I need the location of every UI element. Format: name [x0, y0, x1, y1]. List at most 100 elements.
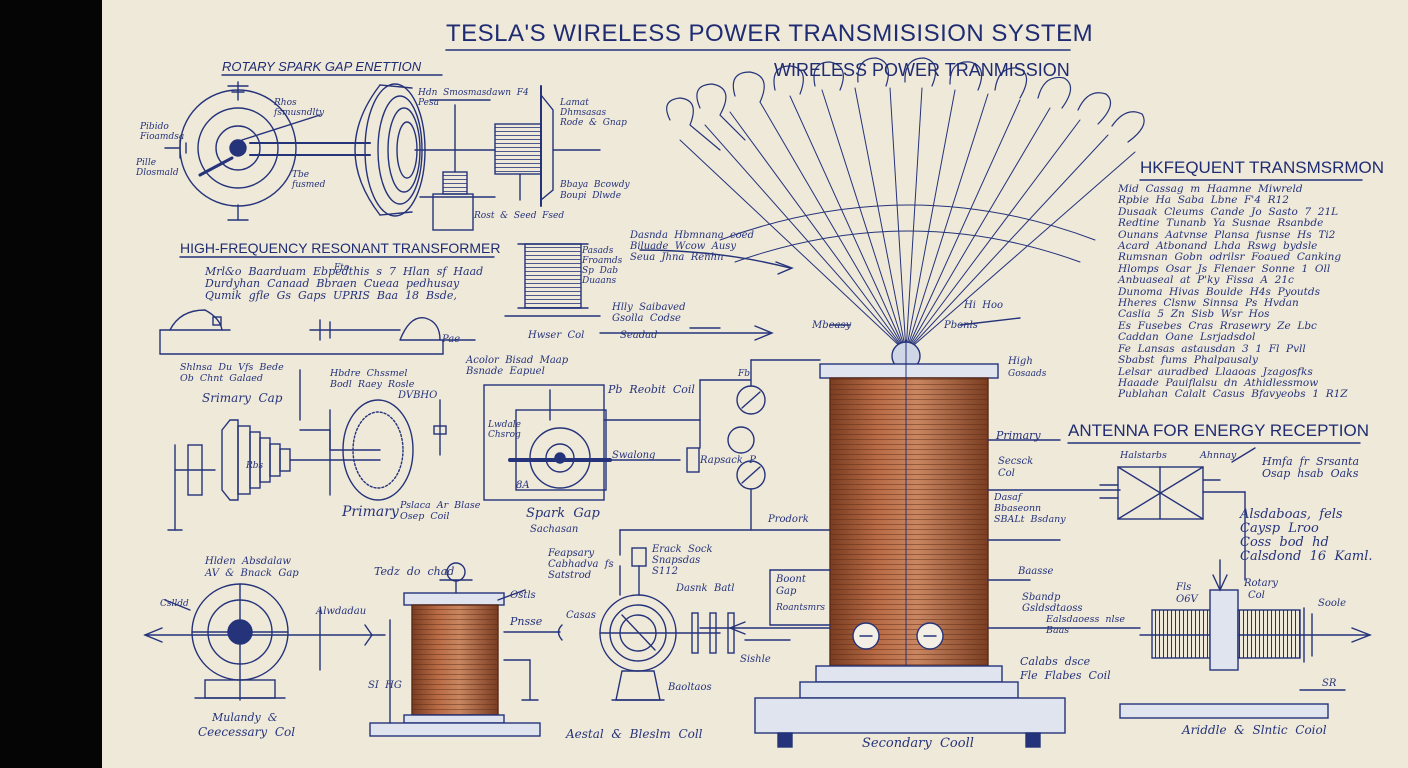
- note-mid-y: Halstarbs: [1120, 450, 1167, 461]
- rotary-spark-gap-disc: [164, 81, 321, 221]
- note-mid-u: Boont Gap: [776, 574, 806, 597]
- rotary-note-e: Hdn Smosmasdawn F4 Pesa: [418, 88, 529, 108]
- label-high: High: [1008, 356, 1033, 367]
- note-mid-j: Feapsary Cabhadva fs Satstrod: [548, 548, 614, 581]
- note-mid-h: Hbdre Chssmel Bodl Raey Rosle: [330, 368, 415, 390]
- label-prodork: Prodork: [768, 514, 809, 525]
- note-mid-z: Ahnnay: [1200, 450, 1237, 461]
- section-hf-transformer-title: HIGH-FREQUENCY RESONANT TRANSFORMER: [180, 240, 501, 256]
- bottom-gauge: [557, 547, 677, 701]
- label-baasse: Baasse: [1018, 566, 1054, 577]
- hwser-coil: [504, 243, 601, 317]
- label-si-hg: SI HG: [368, 680, 402, 691]
- note-mid-aa: Hi Hoo: [964, 300, 1004, 311]
- label-secsck-sub: Col: [998, 468, 1015, 479]
- label-pbonls: Pbonls: [944, 320, 978, 331]
- section-rotary-title: ROTARY SPARK GAP ENETTION: [222, 59, 422, 74]
- left-black-bar: [0, 0, 102, 768]
- rotary-note-d: Tbe fusmed: [292, 170, 326, 190]
- label-mbeasy: Mbeasy: [812, 320, 852, 331]
- note-mid-o: Alwdadau: [316, 606, 367, 617]
- label-ceecessary-coil: Ceecessary Col: [198, 725, 296, 739]
- section-antenna-title: ANTENNA FOR ENERGY RECEPTION: [1068, 421, 1370, 440]
- label-sr: SR: [1322, 678, 1337, 689]
- label-fls: Fls: [1176, 582, 1192, 593]
- rotary-note-b: Pille Dlosmald: [136, 158, 179, 178]
- main-title: TESLA'S WIRELESS POWER TRANSMISISION SYS…: [446, 20, 1094, 47]
- label-rotary-coil: Rotary: [1244, 578, 1278, 589]
- primary-spark-assembly: [167, 369, 414, 531]
- label-secondary-coil: Secondary Cooll: [862, 736, 974, 751]
- note-mid-a: Dasnda Hbmnana coed Biluade Wcow Ausy Se…: [630, 230, 754, 263]
- note-mid-ad: Fto: [334, 263, 350, 273]
- label-primary-coil: Primary: [996, 429, 1041, 442]
- label-primary: Primary: [342, 504, 399, 520]
- bottom-rotary-gap: [143, 583, 386, 701]
- bottom-copper-coil: [369, 562, 541, 737]
- rotary-note-c: Rhos fsmusndlty: [274, 98, 325, 118]
- label-swalong: Swalong: [612, 450, 656, 461]
- label-calabs-sub: Fle Flabes Coil: [1020, 669, 1111, 682]
- label-secsck: Secsck: [998, 456, 1034, 467]
- rotary-note-a: Pibido Fioamdsa: [140, 122, 185, 142]
- note-mid-ac: Rbs: [246, 461, 264, 471]
- note-mid-i: Pslaca Ar Blase Osep Coil: [400, 500, 481, 522]
- subtitle: WIRELESS POWER TRANMISSION: [774, 60, 1070, 80]
- label-mulandy: Mulandy &: [212, 711, 278, 724]
- label-high-sub: Gosaads: [1008, 369, 1047, 379]
- tesla-coil: [754, 339, 1066, 748]
- label-spark-gap: Spark Gap: [526, 506, 600, 521]
- note-mid-af: Seadad: [620, 330, 658, 341]
- note-mid-n: Hlden Absdalaw AV & Bnack Gap: [205, 556, 299, 579]
- note-mid-m: Baoltaos: [668, 682, 712, 693]
- rotary-spark-gap-bell: [354, 83, 426, 217]
- note-mid-e: Pb Reobit Coil: [608, 383, 695, 396]
- note-mid-p: Cslldd: [160, 599, 189, 609]
- rotary-note-f: Lamat Dhmsasas Rode & Gnap: [560, 98, 627, 128]
- rotary-note-g: Bbaya Bcowdy Boupi Dlwde: [560, 180, 630, 201]
- rotary-coil-right: [1119, 559, 1372, 719]
- label-fls-sub: O6V: [1176, 594, 1198, 605]
- spark-gap-box: [483, 384, 612, 501]
- note-mid-s: Ostls: [510, 590, 536, 601]
- note-mid-v: Roantsmrs: [776, 603, 826, 613]
- gauges-column: [727, 359, 821, 531]
- note-mid-c: Hlly Saibaved Gsolla Codse: [612, 302, 686, 324]
- radiating-field-lines: [679, 87, 1136, 353]
- section-hf-transmission-title: HKFEQUENT TRANSMSRMON: [1140, 158, 1385, 177]
- note-mid-ae: Pae: [442, 334, 461, 345]
- note-mid-ag: Fb: [738, 369, 751, 379]
- hf-transformer-drawing: [159, 309, 476, 355]
- reception-antenna: [1099, 447, 1256, 581]
- note-mid-ah: Rapsack P: [700, 455, 756, 466]
- note-mid-k: Erack Sock Snapsdas S112: [652, 544, 713, 577]
- note-mid-b: Pasads Froamds Sp Dab Duaans: [582, 246, 623, 286]
- label-hwser-coil: Hwser Col: [528, 330, 585, 341]
- label-ariddle-coil: Ariddle & Slntic Coiol: [1182, 723, 1327, 737]
- label-tedz: Tedz do chad: [374, 565, 455, 578]
- note-mid-ab: DVBHO: [398, 390, 438, 401]
- label-srimary-cap: Srimary Cap: [202, 391, 283, 405]
- note-mid-q: Casas: [566, 610, 596, 621]
- rotary-note-h: Rost & Seed Fsed: [474, 211, 565, 221]
- label-sishle: Sishle: [740, 654, 771, 665]
- note-mid-d: Acolor Bisad Maap Bsnade Eapuel: [466, 355, 569, 377]
- note-mid-g: Shlnsa Du Vfs Bede Ob Chnt Galaed: [180, 362, 284, 384]
- hf-transformer-notes: Mrl&o Baarduam Ebpedthis s 7 Hlan sf Haa…: [205, 265, 484, 302]
- label-8a: 8A: [516, 480, 530, 491]
- antenna-top-notes: Hmfa fr Srsanta Osap hsab Oaks: [1262, 455, 1360, 480]
- note-mid-r: Pnsse: [510, 615, 543, 628]
- label-spark-gap-sub: Sachasan: [530, 524, 579, 535]
- note-mid-w: Sbandp Gsldsdtaoss: [1022, 592, 1083, 614]
- note-mid-f: Lwdale Chsrog: [488, 420, 522, 440]
- label-soole: Soole: [1318, 598, 1347, 609]
- note-mid-x: Ealsdaoess nlse Baas: [1046, 614, 1126, 636]
- label-aestal-coil: Aestal & Bleslm Coll: [566, 727, 703, 741]
- wave-loops: [666, 57, 1145, 151]
- note-mid-l: Dasnk Batl: [676, 583, 735, 594]
- label-rotary-coil-sub: Col: [1248, 590, 1265, 601]
- antenna-notes: Alsdaboas, fels Caysp Lroo Coss bod hd C…: [1240, 507, 1373, 564]
- hf-transmission-notes: Mid Cassag m Haamne Miwreld Rpbie Ha Sab…: [1118, 183, 1348, 401]
